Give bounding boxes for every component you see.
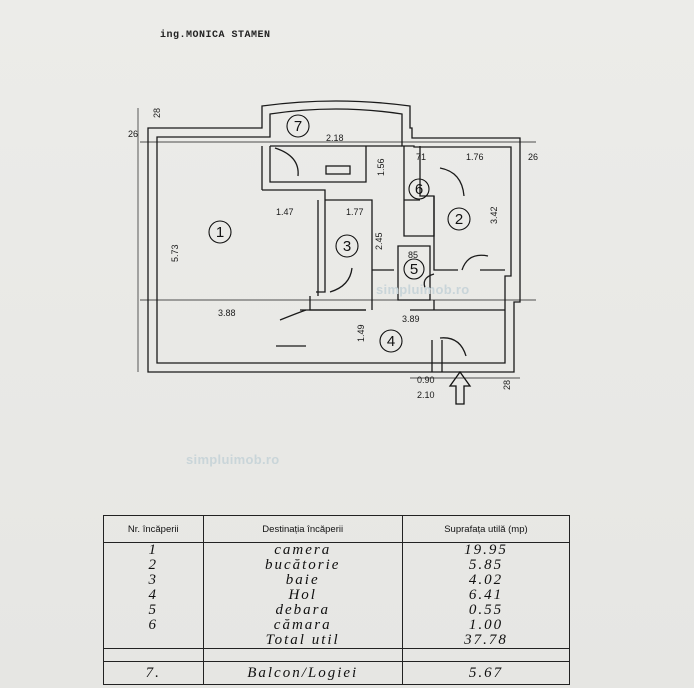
- dim-label: 0.90: [417, 375, 435, 385]
- col-destination: camera bucătorie baie Hol debara cămara …: [202, 542, 403, 649]
- dim-label: 28: [152, 108, 162, 118]
- cell-name: debara: [275, 602, 330, 618]
- cell-name: Total util: [265, 632, 340, 648]
- room-number-2: 2: [455, 211, 463, 228]
- table-body: 1 2 3 4 5 6 camera bucătorie baie Hol de…: [103, 542, 571, 649]
- room-number-1: 1: [216, 224, 224, 241]
- door-arc-kitchen2: [461, 254, 489, 271]
- cell-area: 5.67: [401, 661, 571, 685]
- cell-nr: 3: [148, 572, 159, 588]
- room-number-5: 5: [410, 261, 418, 278]
- cell-name: Balcon/Logiei: [202, 661, 403, 685]
- cell-area: 0.55: [468, 602, 504, 618]
- cell-nr: 6: [148, 617, 159, 633]
- door-arc-balcony: [274, 147, 299, 177]
- room-number-7: 7: [294, 118, 302, 135]
- room-number-4: 4: [387, 333, 395, 350]
- table-spacer: [103, 648, 571, 662]
- dim-label: 1.49: [356, 324, 366, 342]
- floor-plan: 1 2 3 4 5 6 7 28 26 2.18 1.56 71 1.76 26…: [128, 100, 538, 405]
- door-arc-hall: [276, 309, 307, 347]
- dim-label: 1.77: [346, 207, 364, 217]
- dim-label: 3.42: [489, 206, 499, 224]
- col-area: 19.95 5.85 4.02 6.41 0.55 1.00 37.78: [401, 542, 571, 649]
- watermark: simpluimob.ro: [376, 282, 470, 297]
- door-arc-bath: [329, 267, 353, 293]
- cell-area: 6.41: [468, 587, 504, 603]
- room-circle-5: [403, 258, 425, 280]
- dim-label: 2.45: [374, 232, 384, 250]
- room-circle-3: [335, 234, 359, 258]
- table-row-balcony: 7. Balcon/Logiei 5.67: [103, 661, 571, 685]
- room-number-3: 3: [343, 238, 351, 255]
- outer-wall: [147, 100, 521, 373]
- dim-label: 2.10: [417, 390, 435, 400]
- dim-label: 28: [502, 380, 512, 390]
- cell-nr: 2: [148, 557, 159, 573]
- wall-hall: [300, 309, 505, 372]
- header-destination: Destinația încăperii: [202, 515, 403, 543]
- cell-nr: 7.: [103, 661, 204, 685]
- watermark: simpluimob.ro: [186, 452, 280, 467]
- author-stamp: ing.MONICA STAMEN: [160, 30, 271, 41]
- cell-nr: 4: [148, 587, 159, 603]
- cell-area: 19.95: [464, 542, 508, 558]
- cell-area: 4.02: [468, 572, 504, 588]
- header-area: Suprafața utilă (mp): [401, 515, 571, 543]
- door-arc-entrance: [439, 337, 467, 357]
- cell-area: 1.00: [468, 617, 504, 633]
- dim-label: 5.73: [170, 244, 180, 262]
- door-arc-closet: [423, 273, 435, 291]
- room-circle-1: [208, 220, 232, 244]
- room-circle-6: [408, 178, 430, 200]
- cell-name: cămara: [273, 617, 332, 633]
- dim-label: 85: [408, 250, 418, 260]
- dim-label: 1.56: [376, 158, 386, 176]
- cell-name: bucătorie: [264, 557, 341, 573]
- arrow-up-icon: [448, 370, 472, 405]
- table-header-row: Nr. încăperii Destinația încăperii Supra…: [103, 515, 571, 543]
- room-circle-7: [286, 114, 310, 138]
- cell-name: baie: [285, 572, 320, 588]
- outer-wall-inner: [156, 108, 512, 364]
- col-nr: 1 2 3 4 5 6: [103, 542, 204, 649]
- cell-name: camera: [274, 542, 332, 558]
- balcony-fixture: [325, 165, 351, 175]
- door-arc-kitchen: [439, 167, 465, 197]
- cell-name: Hol: [288, 587, 317, 603]
- wall-kitchen: [433, 196, 505, 310]
- dim-label: 26: [528, 152, 538, 162]
- cell-area: 5.85: [468, 557, 504, 573]
- dim-label: 2.18: [326, 133, 344, 143]
- room-circle-4: [379, 329, 403, 353]
- cell-nr: 1: [148, 542, 159, 558]
- wall-room1-right: [261, 146, 367, 311]
- cell-nr: 5: [148, 602, 159, 618]
- dim-label: 3.88: [218, 308, 236, 318]
- rooms-table: Nr. încăperii Destinația încăperii Supra…: [103, 515, 571, 685]
- dim-label: 71: [416, 152, 426, 162]
- dim-label: 1.47: [276, 207, 294, 217]
- dim-label: 3.89: [402, 314, 420, 324]
- cell-area: 37.78: [464, 632, 508, 648]
- dim-label: 26: [128, 129, 138, 139]
- cell-nr: [104, 633, 203, 648]
- wall-bath: [317, 199, 394, 310]
- dim-label: 1.76: [466, 152, 484, 162]
- room-circle-2: [447, 207, 471, 231]
- room-number-6: 6: [415, 181, 423, 198]
- header-nr: Nr. încăperii: [103, 515, 204, 543]
